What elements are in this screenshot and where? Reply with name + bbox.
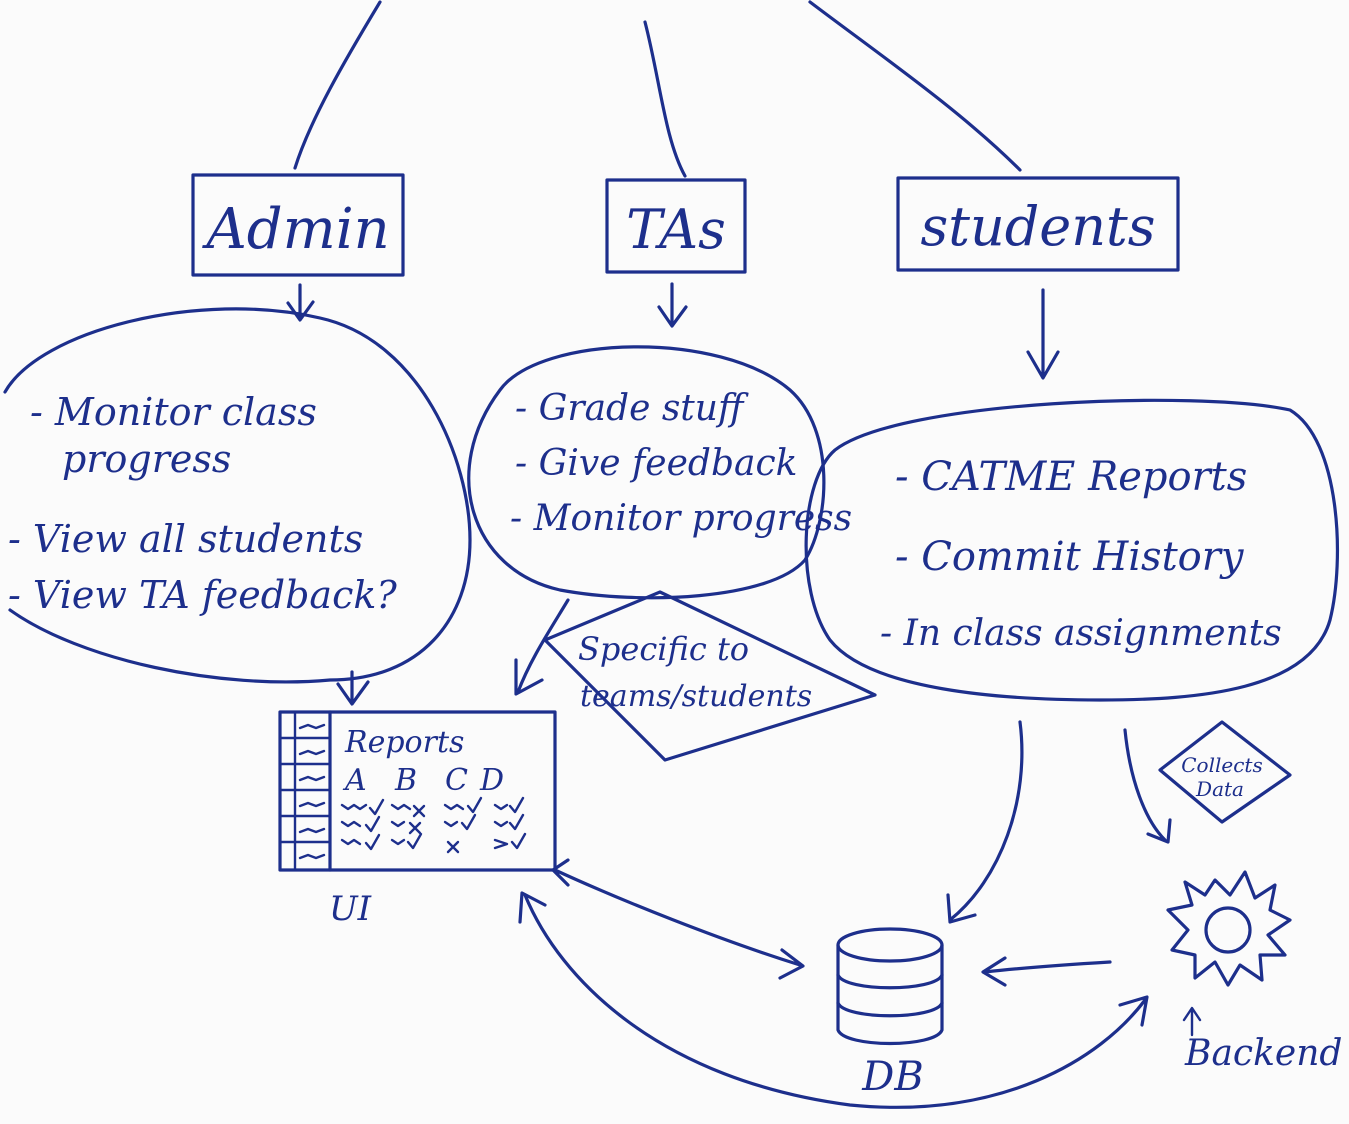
top-connectors xyxy=(293,0,1022,178)
ui-sketch-column-c: C xyxy=(445,763,468,798)
connector-to-tas xyxy=(643,20,687,178)
ta-task-2: - Give feedback xyxy=(515,443,797,484)
admin-task-1-cont: progress xyxy=(62,437,231,481)
collects-note-line-2: Data xyxy=(1195,777,1244,801)
admin-task-cloud: - Monitor class progress - View all stud… xyxy=(3,307,472,684)
backend-server-icon xyxy=(1166,870,1292,987)
student-task-cloud: - CATME Reports - Commit History - In cl… xyxy=(804,398,1340,702)
admin-box: Admin xyxy=(191,173,405,277)
ta-task-cloud: - Grade stuff - Give feedback - Monitor … xyxy=(467,345,852,600)
ta-task-1: - Grade stuff xyxy=(515,388,749,429)
students-box-outline xyxy=(896,176,1180,272)
db-label: DB xyxy=(861,1054,923,1100)
database-icon xyxy=(836,927,944,1046)
backend: Backend xyxy=(1166,870,1342,1074)
students-to-backend-arrow xyxy=(1123,728,1172,844)
admin-task-1: - Monitor class xyxy=(30,390,317,434)
students-to-db-arrow xyxy=(946,720,1024,924)
students-arrow xyxy=(1026,288,1060,380)
student-task-1: - CATME Reports xyxy=(895,454,1247,500)
ui-sketch-column-d: D xyxy=(479,763,504,798)
ui-sketch-scribbles xyxy=(340,796,527,854)
ui-sketch: Reports A B C D UI xyxy=(278,710,557,929)
admin-task-2: - View all students xyxy=(8,517,363,561)
specific-note: Specific to teams/students xyxy=(543,590,877,762)
backend-label: Backend xyxy=(1184,1033,1342,1074)
data-flow-arrows xyxy=(518,720,1172,1109)
connector-to-students xyxy=(808,0,1022,172)
tas-label: TAs xyxy=(626,198,726,261)
admin-to-ui-arrow xyxy=(336,670,370,706)
backend-pointer-icon xyxy=(1182,1006,1202,1037)
collects-note-outline xyxy=(1158,720,1292,824)
admin-task-3: - View TA feedback? xyxy=(8,573,397,617)
collects-note-line-1: Collects xyxy=(1181,753,1262,777)
ui-sketch-column-a: A xyxy=(342,763,367,798)
students-box: students xyxy=(896,176,1180,272)
student-task-2: - Commit History xyxy=(895,534,1245,580)
students-cloud-outline xyxy=(804,398,1340,702)
ui-sketch-title: Reports xyxy=(344,725,464,760)
role-arrows xyxy=(286,282,1060,380)
admin-label: Admin xyxy=(201,197,389,262)
connector-to-admin xyxy=(293,0,382,170)
ui-inbound-arrows xyxy=(336,598,570,706)
ui-sketch-column-b: B xyxy=(394,763,417,798)
ui-backend-loop-arrow xyxy=(518,891,1149,1109)
tas-box: TAs xyxy=(605,178,747,274)
ui-sketch-sidebar-rows xyxy=(278,723,332,860)
ui-db-double-arrow xyxy=(551,858,805,980)
admin-cloud-outline xyxy=(3,307,472,684)
specific-note-outline xyxy=(543,590,877,762)
specific-note-line-2: teams/students xyxy=(580,679,812,714)
tas-box-outline xyxy=(605,178,747,274)
ta-task-3: - Monitor progress xyxy=(510,498,852,539)
ta-to-ui-arrow xyxy=(514,598,570,696)
ui-label: UI xyxy=(329,889,372,929)
admin-box-outline xyxy=(191,173,405,277)
collects-note: Collects Data xyxy=(1158,720,1292,824)
backend-to-db-arrow xyxy=(981,956,1112,987)
student-task-3: - In class assignments xyxy=(880,613,1282,654)
database: DB xyxy=(836,927,944,1100)
specific-note-line-1: Specific to xyxy=(578,630,749,668)
tas-arrow xyxy=(657,282,688,328)
students-label: students xyxy=(921,195,1156,258)
